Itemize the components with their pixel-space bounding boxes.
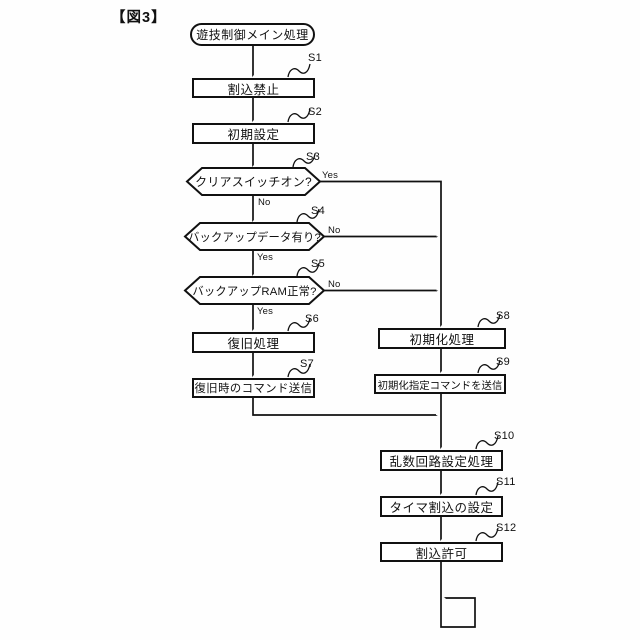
step-label-leaders [287,63,501,542]
process-node-s1: 割込禁止 [192,78,315,98]
branch-label-s3-no: No [258,197,271,208]
figure-label: 【図3】 [111,10,167,26]
step-label-s12: S12 [496,522,517,534]
leader-s6 [287,317,311,332]
decision-node-s3: クリアスイッチオン? [195,175,312,189]
leader-s2 [287,108,311,123]
flow-lines [252,46,476,628]
step-label-s4: S4 [311,205,326,217]
step-label-s9: S9 [496,356,511,368]
decision-node-s4: バックアップデータ有り? [188,231,321,244]
decision-shape-s5 [183,276,326,305]
branch-label-s3-yes: Yes [322,170,339,181]
branch-label-s5-yes: Yes [257,306,274,317]
step-label-s2: S2 [308,106,323,118]
leader-s11 [475,481,499,496]
branch-label-s5-no: No [328,279,341,290]
step-label-s3: S3 [306,151,321,163]
process-node-s11: タイマ割込の設定 [380,496,503,517]
decision-shape-s3 [185,167,322,196]
step-label-s7: S7 [300,358,315,370]
step-label-s1: S1 [308,52,323,64]
step-label-s8: S8 [496,310,511,322]
decision-shape-s4 [183,222,326,251]
step-label-s6: S6 [305,313,320,325]
step-label-s10: S10 [494,430,515,442]
edge-main-loop [440,561,476,628]
process-node-s7: 復旧時のコマンド送信 [192,378,315,398]
edge-s7-merge [252,397,436,416]
process-node-s2: 初期設定 [192,123,315,144]
leader-s1 [287,63,311,78]
process-node-s12: 割込許可 [380,542,503,562]
leader-s8 [477,313,501,328]
step-label-s5: S5 [311,258,326,270]
leader-s4 [296,208,320,223]
step-label-s11: S11 [496,476,516,488]
leader-s10 [475,435,499,450]
leader-s5 [296,262,320,277]
branch-label-s4-yes: Yes [257,252,274,263]
leader-s12 [475,527,499,542]
process-node-s10: 乱数回路設定処理 [380,450,503,471]
decision-node-s5: バックアップRAM正常? [192,285,317,298]
leader-s9 [477,359,501,374]
edge-s3-s8-yes [320,180,442,326]
leader-s3 [292,153,316,168]
process-node-s8: 初期化処理 [378,328,506,349]
decision-shapes [183,167,326,305]
start-node: 遊技制御メイン処理 [190,23,315,46]
leader-s7 [287,363,311,378]
branch-label-s4-no: No [328,225,341,236]
process-node-s9: 初期化指定コマンドを送信 [374,374,506,394]
process-node-s6: 復旧処理 [192,332,315,353]
